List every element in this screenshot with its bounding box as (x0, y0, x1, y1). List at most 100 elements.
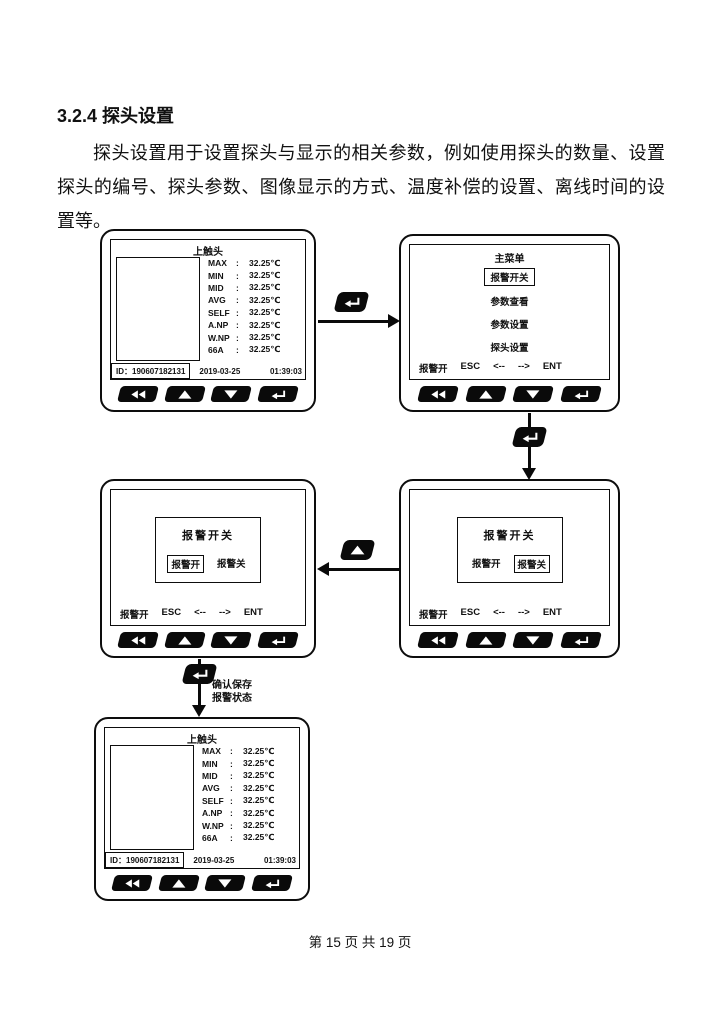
statusbar-esc: ESC (161, 607, 182, 618)
statusbar-right: --> (218, 607, 231, 618)
enter-key-annotation (333, 292, 370, 312)
reading-value: 32.25℃ (249, 257, 281, 268)
enter-key-icon (560, 632, 603, 648)
reading-colon: : (230, 770, 233, 781)
reading-colon: : (236, 270, 239, 281)
statusbar-ent: ENT (542, 361, 562, 372)
reading-label: 66A (202, 832, 218, 843)
statusbar-alarm: 报警开 (419, 610, 448, 621)
screen-title: 主菜单 (494, 254, 525, 265)
option-alarm-off: 报警关 (217, 559, 246, 570)
reading-colon: : (230, 795, 233, 806)
reading-value: 32.25℃ (249, 307, 281, 318)
thermal-image-area (110, 745, 194, 850)
reading-row: SELF:32.25℃ (202, 795, 296, 807)
flow-arrow-line (329, 568, 400, 571)
status-bar: 报警开 ESC <-- --> ENT (419, 361, 603, 375)
screen-time: 01:39:03 (263, 855, 296, 865)
section-heading: 3.2.4 探头设置 (57, 106, 175, 126)
reading-row: A.NP:32.25℃ (208, 319, 302, 331)
menu-screen: 主菜单 报警开关 参数查看 参数设置 探头设置 报警开 ESC <-- --> … (409, 244, 610, 380)
option-alarm-on: 报警开 (167, 555, 204, 573)
reading-value: 32.25℃ (249, 270, 281, 281)
reading-row: 66A:32.25℃ (208, 344, 302, 356)
alarm-screen: 报警开关 报警开 报警关 报警开 ESC <-- --> ENT (409, 489, 610, 626)
statusbar-right: --> (517, 361, 530, 372)
reading-label: SELF (202, 795, 224, 806)
device-id: ID：190607182131 (111, 363, 191, 379)
rewind-key-icon (116, 386, 159, 402)
enter-key-icon (560, 386, 603, 402)
screen-date: 2019-03-25 (199, 366, 241, 376)
reading-colon: : (236, 295, 239, 306)
reading-row: MAX:32.25℃ (208, 257, 302, 269)
reading-row: MID:32.25℃ (202, 770, 296, 782)
reading-label: W.NP (202, 820, 224, 831)
alarm-screen: 报警开关 报警开 报警关 报警开 ESC <-- --> ENT (110, 489, 306, 626)
status-bar: 报警开 ESC <-- --> ENT (419, 607, 603, 621)
reading-row: MIN:32.25℃ (202, 757, 296, 769)
confirm-note-line2: 报警状态 (212, 692, 252, 704)
reading-label: MAX (208, 258, 227, 269)
reading-label: MIN (202, 758, 218, 769)
reading-label: AVG (202, 783, 220, 794)
rewind-key-icon (416, 386, 459, 402)
probe-screen: 上触头 MAX:32.25℃ MIN:32.25℃ MID:32.25℃ AVG… (104, 727, 300, 869)
menu-item-probe-set: 探头设置 (490, 343, 529, 354)
up-key-icon (464, 632, 507, 648)
reading-colon: : (236, 307, 239, 318)
reading-value: 32.25℃ (243, 832, 275, 843)
option-alarm-on: 报警开 (471, 559, 501, 570)
statusbar-esc: ESC (460, 607, 481, 618)
body-paragraph: 探头设置用于设置探头与显示的相关参数，例如使用探头的数量、设置探头的编号、探头参… (57, 143, 665, 231)
readings-list: MAX:32.25℃ MIN:32.25℃ MID:32.25℃ AVG:32.… (202, 745, 296, 844)
option-alarm-off: 报警关 (513, 555, 551, 573)
reading-colon: : (236, 258, 239, 269)
flow-arrow-line (318, 320, 389, 323)
reading-row: 66A:32.25℃ (202, 832, 296, 844)
down-key-icon (210, 386, 253, 402)
up-key-annotation (339, 540, 376, 560)
menu-list: 报警开关 参数查看 参数设置 探头设置 (410, 268, 609, 355)
down-key-icon (512, 632, 555, 648)
reading-row: AVG:32.25℃ (208, 294, 302, 306)
screen-time: 01:39:03 (269, 366, 302, 376)
enter-key-icon (251, 875, 294, 891)
alarm-dialog: 报警开关 报警开 报警关 (155, 517, 261, 583)
screen-date: 2019-03-25 (193, 855, 235, 865)
device-keypad (104, 872, 300, 894)
reading-label: A.NP (202, 808, 223, 819)
confirm-note-line1: 确认保存 (212, 680, 252, 691)
rewind-key-icon (116, 632, 159, 648)
down-key-icon (512, 386, 555, 402)
reading-row: MAX:32.25℃ (202, 745, 296, 757)
reading-value: 32.25℃ (249, 332, 281, 343)
device-keypad (110, 383, 306, 405)
reading-colon: : (236, 332, 239, 343)
device-keypad (110, 629, 306, 651)
reading-value: 32.25℃ (243, 745, 275, 756)
reading-row: A.NP:32.25℃ (202, 807, 296, 819)
reading-label: SELF (208, 307, 230, 318)
device-keypad (409, 383, 610, 405)
reading-colon: : (230, 808, 233, 819)
reading-label: 66A (208, 344, 224, 355)
device-keypad (409, 629, 610, 651)
statusbar-right: --> (517, 607, 530, 618)
status-bar: 报警开 ESC <-- --> ENT (120, 607, 299, 621)
device-main-menu: 主菜单 报警开关 参数查看 参数设置 探头设置 报警开 ESC <-- --> … (399, 234, 620, 412)
device-alarm-on: 报警开关 报警开 报警关 报警开 ESC <-- --> ENT (100, 479, 316, 658)
page-footer: 第 15 页 共 19 页 (308, 935, 412, 950)
reading-row: W.NP:32.25℃ (208, 331, 302, 343)
reading-label: AVG (208, 295, 226, 306)
enter-key-annotation (511, 427, 548, 447)
flow-arrowhead-down (522, 468, 536, 480)
reading-colon: : (230, 832, 233, 843)
menu-item-param-set: 参数设置 (490, 320, 529, 331)
flow-arrowhead-down (192, 705, 206, 717)
statusbar-left: <-- (194, 607, 206, 618)
probe-screen: 上触头 MAX:32.25℃ MIN:32.25℃ MID:32.25℃ AVG… (110, 239, 306, 380)
statusbar-alarm: 报警开 (419, 364, 448, 375)
reading-colon: : (230, 758, 233, 769)
